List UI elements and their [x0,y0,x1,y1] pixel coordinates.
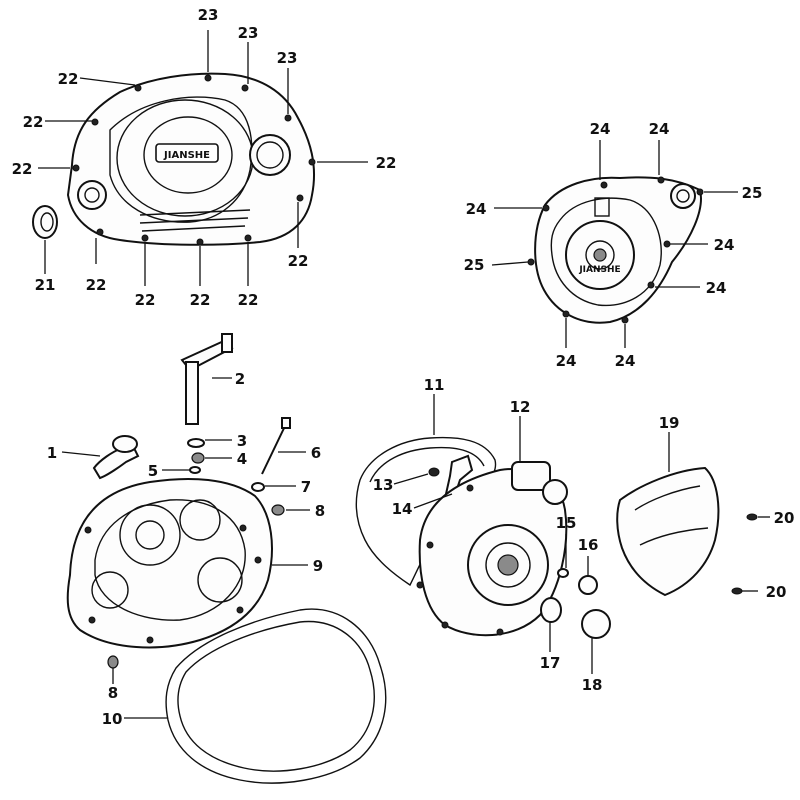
callout-25b: 25 [464,256,485,274]
callout-22e: 22 [288,252,309,270]
callout-24f: 24 [556,352,577,370]
callout-15: 15 [556,514,577,532]
callout-23a: 23 [198,6,219,24]
callout-20a: 20 [774,509,795,527]
callout-22c: 22 [12,160,33,178]
callout-17: 17 [540,654,561,672]
callout-7: 7 [301,478,311,496]
clutch-cover-logo: JIANSHE [163,150,210,161]
sprocket-cover [616,466,720,597]
small-o-ring [557,568,569,578]
right-crankcase [66,478,273,649]
callout-18: 18 [582,676,603,694]
washer [187,438,205,448]
oil-seal [32,205,58,239]
callout-10: 10 [102,710,123,728]
callout-13: 13 [373,476,394,494]
shift-arm [92,435,140,480]
stator-cover [416,461,568,637]
callout-23b: 23 [238,24,259,42]
callout-14: 14 [392,500,413,518]
kick-start-shaft [180,333,234,425]
callout-24c: 24 [466,200,487,218]
callout-23c: 23 [277,49,298,67]
drain-plug-lower [107,655,119,669]
callout-12: 12 [510,398,531,416]
cover-bolt-lower [731,587,743,595]
left-crankcase-cover: JIANSHE [527,176,704,324]
small-washer [189,466,201,474]
callout-22d: 22 [376,154,397,172]
sensor [261,417,291,475]
cover-bolt-upper [746,513,758,521]
callout-2: 2 [235,370,245,388]
callout-24e: 24 [706,279,727,297]
callout-8b: 8 [108,684,118,702]
right-crankcase-cover: JIANSHE [66,72,316,246]
callout-22g: 22 [135,291,156,309]
callout-16: 16 [578,536,599,554]
leader-lines [38,30,770,719]
callout-4: 4 [237,450,247,468]
callout-9: 9 [313,557,323,575]
bolt [428,467,440,477]
callout-25a: 25 [742,184,763,202]
callout-11: 11 [424,376,445,394]
callout-22a: 22 [58,70,79,88]
callout-21: 21 [35,276,56,294]
callout-24d: 24 [714,236,735,254]
callout-8a: 8 [315,502,325,520]
callout-1: 1 [47,444,57,462]
inspection-cap-large [581,609,611,639]
cap-gasket [540,597,562,623]
callout-24a: 24 [590,120,611,138]
callout-22b: 22 [23,113,44,131]
drain-plug [271,504,285,516]
callout-6: 6 [311,444,321,462]
crankcase-gasket [165,608,387,784]
callout-3: 3 [237,432,247,450]
callout-labels: 23 23 23 22 22 22 22 22 22 22 22 22 21 2… [12,6,795,728]
spring-pin [191,452,205,464]
callout-24g: 24 [615,352,636,370]
callout-20b: 20 [766,583,787,601]
callout-5: 5 [148,462,158,480]
callout-22h: 22 [190,291,211,309]
inspection-cap-small [578,575,598,595]
callout-22f: 22 [86,276,107,294]
stator-cover-logo: JIANSHE [578,265,620,275]
callout-24b: 24 [649,120,670,138]
callout-19: 19 [659,414,680,432]
callout-22i: 22 [238,291,259,309]
o-ring [251,482,265,492]
